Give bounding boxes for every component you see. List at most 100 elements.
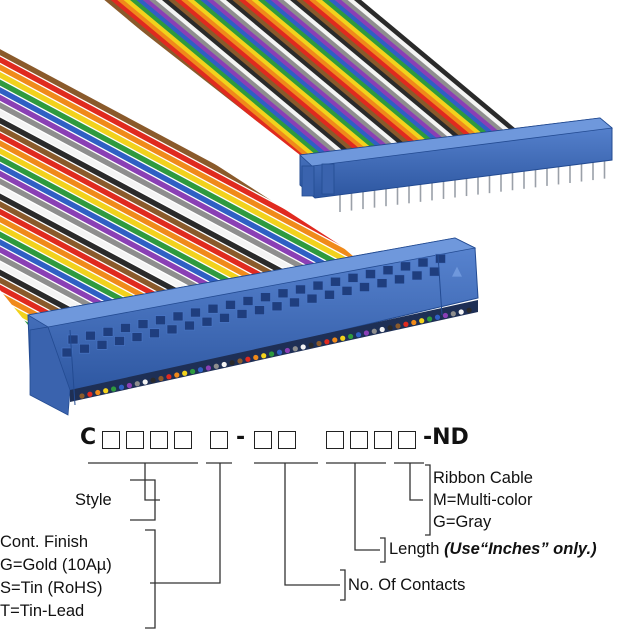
contact-hole — [330, 276, 341, 287]
length-label: Length (Use“Inches” only.) — [389, 539, 597, 560]
part-number-suffix: -ND — [423, 425, 469, 450]
contact-hole — [289, 297, 300, 308]
wire-end-dot — [276, 349, 283, 355]
ribbon-wire — [103, 0, 347, 155]
part-number-prefix: C — [80, 425, 97, 450]
style-code-box — [126, 431, 144, 449]
wire-end-dot — [142, 379, 148, 385]
ribbon-wire — [167, 0, 411, 155]
wire-end-dot — [269, 351, 275, 357]
ribbon-wire — [0, 40, 360, 271]
ribbon-wire — [199, 0, 443, 155]
ribbon-wire — [135, 0, 379, 155]
wire-end-dot — [379, 326, 385, 333]
part-number-bracket-lines — [88, 462, 431, 629]
ribbon-wire — [301, 0, 545, 155]
ribbon-wire — [0, 55, 360, 286]
wire-end-dot — [387, 325, 393, 331]
cable-gray: G=Gray — [433, 513, 492, 531]
ribbon-wire — [173, 0, 417, 155]
finish-code-box — [210, 431, 228, 449]
contact-hole — [382, 265, 394, 276]
cable-multicolor: M=Multi-color — [433, 491, 533, 509]
ribbon-wire — [218, 0, 462, 155]
ribbon-wire — [295, 0, 539, 155]
contacts-code-box — [254, 431, 272, 449]
wire-end-dot — [126, 382, 132, 389]
style-code-box — [102, 431, 120, 449]
wire-end-dot — [316, 340, 322, 347]
contact-hole — [166, 324, 178, 335]
wire-end-dot — [118, 384, 125, 390]
contact-hole — [365, 269, 376, 279]
wire-end-dot — [348, 333, 354, 340]
style-label: Style — [75, 491, 112, 509]
wire-end-dot — [221, 361, 227, 368]
wire-end-dot — [134, 381, 140, 387]
ribbon-wire — [244, 0, 488, 155]
contact-hole — [96, 339, 108, 350]
length-code-box — [374, 431, 392, 449]
contact-hole — [225, 300, 236, 310]
back-ribbon-cable — [102, 0, 552, 155]
front-connector-contact-holes — [61, 253, 446, 358]
contact-hole — [376, 278, 388, 289]
wire-end-dot — [466, 307, 472, 313]
ribbon-wire — [0, 169, 360, 340]
finish-gold: G=Gold (10Aµ) — [0, 556, 112, 574]
ribbon-wire — [0, 48, 360, 278]
wire-end-dot — [427, 316, 433, 322]
wire-end-dot — [150, 377, 156, 383]
contact-hole — [114, 336, 125, 346]
contact-hole — [236, 309, 248, 319]
contact-hole — [242, 296, 254, 306]
ribbon-wire — [116, 0, 360, 155]
ribbon-wire — [102, 0, 340, 155]
wire-end-dot — [103, 388, 109, 394]
cable-title: Ribbon Cable — [433, 469, 533, 487]
wire-end-dot — [332, 337, 338, 343]
ribbon-wire — [122, 0, 366, 155]
ribbon-wire — [224, 0, 468, 155]
contact-hole — [312, 280, 324, 291]
contact-hole — [394, 274, 405, 285]
ribbon-wire — [256, 0, 500, 155]
contact-hole — [207, 303, 219, 314]
wire-end-dot — [261, 353, 267, 359]
ribbon-wire — [192, 0, 436, 155]
ribbon-wire — [0, 260, 360, 340]
contact-hole — [120, 323, 131, 333]
wire-end-dot — [292, 346, 298, 352]
wire-end-dot — [395, 323, 401, 329]
wire-end-dot — [340, 335, 346, 341]
ribbon-wire — [205, 0, 449, 155]
contact-hole — [435, 253, 446, 264]
length-code-box — [326, 431, 344, 449]
contact-hole — [137, 319, 149, 329]
contacts-label: No. Of Contacts — [348, 576, 466, 594]
ribbon-wire — [102, 0, 334, 155]
wire-end-dot — [205, 365, 211, 371]
cable-code-box — [398, 431, 416, 449]
ribbon-wire — [0, 253, 360, 340]
ribbon-wire — [237, 0, 481, 155]
wire-end-dot — [87, 391, 93, 397]
ribbon-wire — [0, 238, 360, 340]
wire-end-dot — [190, 368, 196, 375]
wire-end-dot — [253, 354, 259, 361]
ribbon-wire — [0, 25, 360, 255]
contact-hole — [341, 286, 353, 296]
length-code-box — [350, 431, 368, 449]
finish-tin-lead: T=Tin-Lead — [0, 602, 85, 620]
contact-hole — [411, 270, 423, 281]
contacts-code-box — [278, 431, 296, 449]
wire-end-dot — [182, 370, 188, 376]
ribbon-wire — [0, 63, 360, 293]
contact-hole — [79, 343, 90, 354]
ribbon-wire — [154, 0, 398, 155]
contact-hole — [254, 305, 265, 315]
contact-hole — [61, 347, 73, 358]
contact-hole — [400, 261, 411, 272]
triangle-icon: ▲ — [452, 264, 462, 279]
style-code-box — [174, 431, 192, 449]
